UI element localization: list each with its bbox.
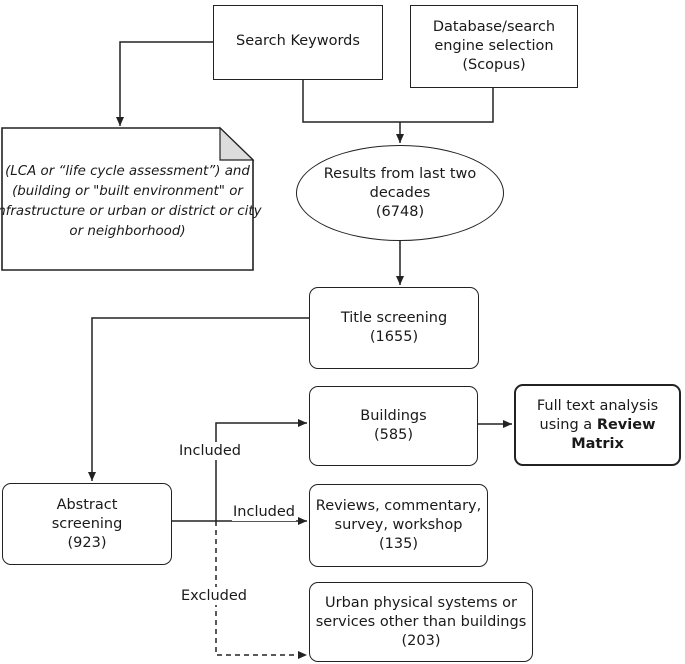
query-line-2: (building or "built environment" or [12, 184, 243, 199]
buildings-box: Buildings (585) [309, 386, 478, 466]
full-text-line-2: using a Review [540, 416, 656, 435]
abstract-line-1: Abstract [56, 496, 118, 513]
reviews-line-3: (135) [379, 536, 418, 552]
buildings-count: (585) [374, 427, 413, 443]
title-screening-label: Title screening [340, 310, 448, 326]
urban-line-3: (203) [401, 632, 441, 649]
note-shape [1, 127, 254, 271]
query-line-4: or neighborhood) [69, 224, 186, 239]
full-text-line-1: Full text analysis [536, 397, 659, 414]
search-keywords-text: Search Keywords [236, 33, 360, 49]
buildings-label: Buildings [360, 408, 427, 424]
abstract-screening-box: Abstract screening (923) [2, 483, 172, 565]
reviews-line-2: survey, workshop [334, 517, 463, 533]
edge-included-buildings [215, 419, 307, 521]
title-screening-box: Title screening (1655) [309, 287, 479, 369]
abstract-line-2: screening [51, 515, 123, 532]
edge-database-merge [400, 88, 494, 123]
urban-systems-box: Urban physical systems or services other… [309, 582, 533, 662]
database-line-1: Database/search [432, 19, 556, 35]
urban-line-2: services other than buildings [315, 613, 527, 630]
reviews-line-1: Reviews, commentary, [315, 498, 482, 514]
full-text-analysis-box: Full text analysis using a Review Matrix [514, 384, 681, 466]
results-line-2: decades [369, 184, 431, 201]
note-fold-corner [219, 126, 255, 161]
search-query-note: (LCA or “life cycle assessment”) and (bu… [0, 128, 262, 270]
included-label-buildings: Included [178, 442, 242, 460]
results-line-3: (6748) [375, 203, 425, 220]
edge-keywords-merge [302, 80, 400, 123]
full-text-prefix: using a [539, 416, 597, 433]
full-text-review: Review [596, 416, 656, 433]
database-line-2: engine selection [434, 38, 554, 54]
query-line-3: infrastructure or urban or district or c… [0, 204, 262, 219]
abstract-line-3: (923) [67, 534, 107, 551]
search-keywords-box: Search Keywords [213, 5, 383, 80]
database-selection-box: Database/search engine selection (Scopus… [410, 5, 578, 88]
edge-title-to-abstract [88, 317, 309, 481]
urban-line-1: Urban physical systems or [325, 594, 517, 611]
reviews-box: Reviews, commentary, survey, workshop (1… [309, 484, 488, 567]
title-screening-count: (1655) [369, 329, 419, 345]
included-label-reviews: Included [232, 503, 296, 521]
database-line-3: (Scopus) [462, 57, 526, 73]
edge-keywords-to-query [116, 41, 213, 126]
query-line-1: (LCA or “life cycle assessment”) and [5, 164, 250, 179]
excluded-label-urban: Excluded [180, 587, 249, 605]
results-line-1: Results from last two [323, 165, 477, 182]
results-ellipse: Results from last two decades (6748) [296, 145, 504, 241]
full-text-matrix: Matrix [571, 435, 624, 452]
